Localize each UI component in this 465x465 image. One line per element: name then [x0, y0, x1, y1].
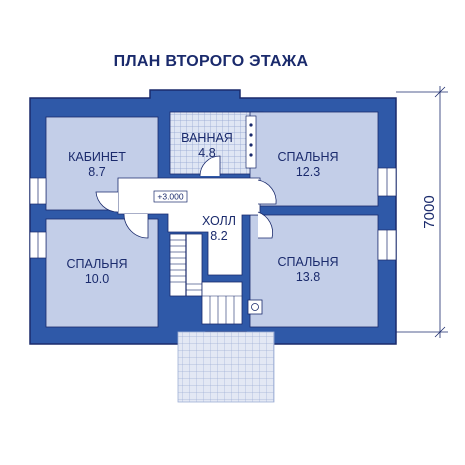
- hall-area: 8.2: [210, 229, 227, 243]
- study-name: КАБИНЕТ: [68, 150, 126, 164]
- level-mark-text: +3.000: [157, 192, 184, 202]
- bedroom-top-right-area: 12.3: [296, 165, 320, 179]
- windows: [29, 167, 397, 261]
- bedroom-bottom-left-name: СПАЛЬНЯ: [66, 257, 127, 271]
- door-swing-study: [95, 191, 119, 213]
- bedroom-bottom-right-area: 13.8: [296, 270, 320, 284]
- study-area: 8.7: [88, 165, 105, 179]
- bedroom-top-right-name: СПАЛЬНЯ: [277, 150, 338, 164]
- chimney-duct: [247, 299, 263, 315]
- door-swing-bedroom-top-right: [257, 179, 277, 205]
- bathroom-fixtures: [245, 115, 257, 169]
- door-swing-bedroom-left: [123, 213, 149, 239]
- bedroom-bottom-left-area: 10.0: [85, 272, 109, 286]
- hall-name: ХОЛЛ: [202, 214, 236, 228]
- door-swing-bedroom-bottom-right: [257, 211, 273, 239]
- door-swing-bathroom: [199, 155, 221, 177]
- staircase: [169, 233, 243, 325]
- dimension-label: 7000: [421, 195, 438, 228]
- bathroom-area: 4.8: [198, 146, 215, 160]
- level-mark: +3.000: [153, 190, 188, 203]
- bathroom-name: ВАННАЯ: [181, 131, 233, 145]
- plan-title: ПЛАН ВТОРОГО ЭТАЖА: [114, 53, 309, 70]
- porch: [177, 331, 275, 403]
- bedroom-bottom-right-name: СПАЛЬНЯ: [277, 255, 338, 269]
- dimension-line: [396, 86, 448, 338]
- room-bedroom-bottom-left: [45, 218, 159, 328]
